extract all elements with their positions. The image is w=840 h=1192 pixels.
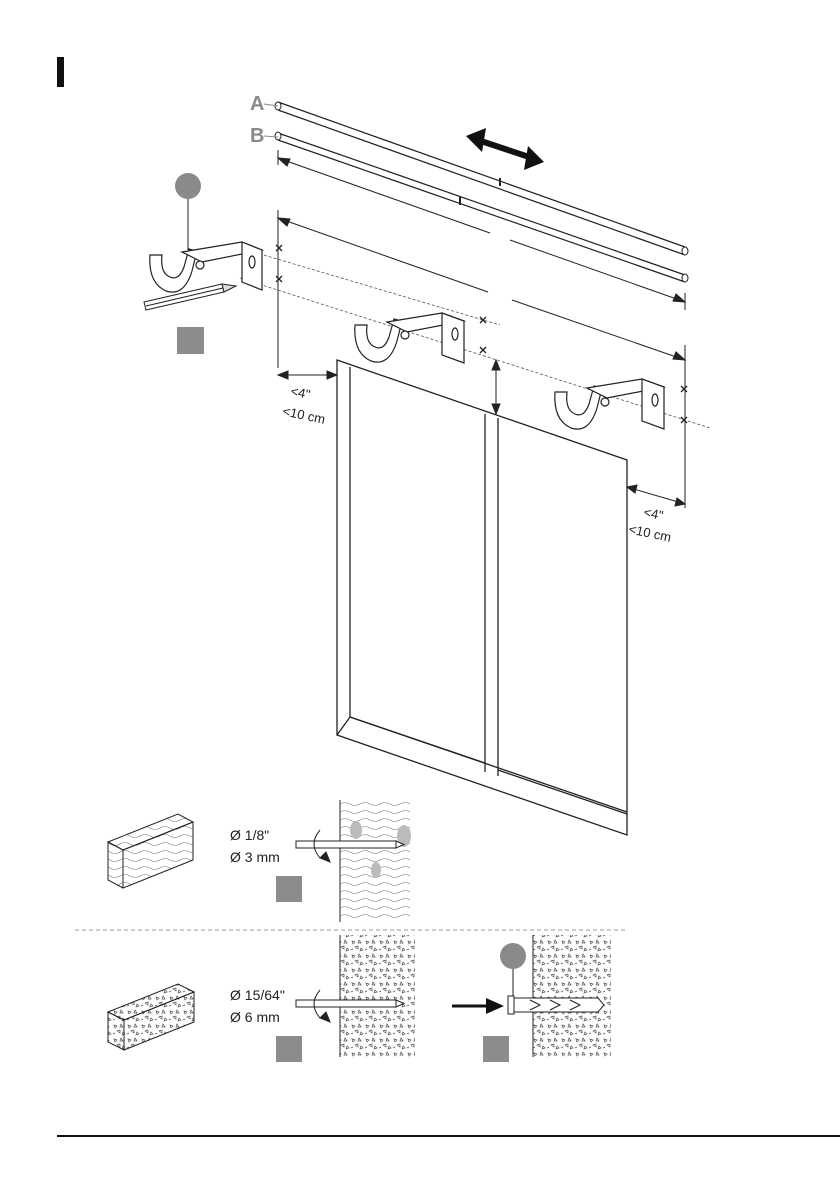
step-badge-wood xyxy=(276,876,302,902)
left-offset-inch: <4" xyxy=(289,383,312,402)
footer-rule xyxy=(57,1135,840,1137)
center-height-dimension xyxy=(492,360,500,414)
plug-circle-badge xyxy=(500,943,526,969)
bracket-right xyxy=(555,379,664,429)
step-badge-plug xyxy=(483,1036,509,1062)
bracket-span-dimension xyxy=(278,210,685,508)
wall-plug-icon xyxy=(508,996,604,1014)
masonry-block-icon xyxy=(108,984,194,1050)
pencil-icon xyxy=(144,284,236,310)
masonry-drill-inch: Ø 15/64" xyxy=(230,987,285,1003)
callout-circle-badge xyxy=(175,173,201,199)
left-offset-cm: <10 cm xyxy=(281,403,326,427)
right-offset-inch: <4" xyxy=(642,504,665,523)
bracket-center xyxy=(355,313,464,363)
wood-drill-inch: Ø 1/8" xyxy=(230,827,269,843)
step-badge-mark xyxy=(177,327,204,354)
rod-b xyxy=(275,132,688,282)
label-rod-b: B xyxy=(250,125,264,147)
wood-wall-section xyxy=(340,800,410,922)
right-offset-cm: <10 cm xyxy=(627,521,672,545)
window-frame xyxy=(337,360,627,835)
bracket-left xyxy=(150,242,262,292)
push-arrow-icon xyxy=(452,998,504,1014)
wood-drill-mm: Ø 3 mm xyxy=(230,849,280,865)
masonry-wall-section xyxy=(340,935,415,1057)
label-rod-a: A xyxy=(250,93,264,115)
step-badge-masonry xyxy=(276,1036,302,1062)
masonry-drill-mm: Ø 6 mm xyxy=(230,1009,280,1025)
slide-double-arrow-icon xyxy=(466,128,544,170)
wood-block-icon xyxy=(108,814,193,888)
plug-wall-section xyxy=(533,935,611,1057)
